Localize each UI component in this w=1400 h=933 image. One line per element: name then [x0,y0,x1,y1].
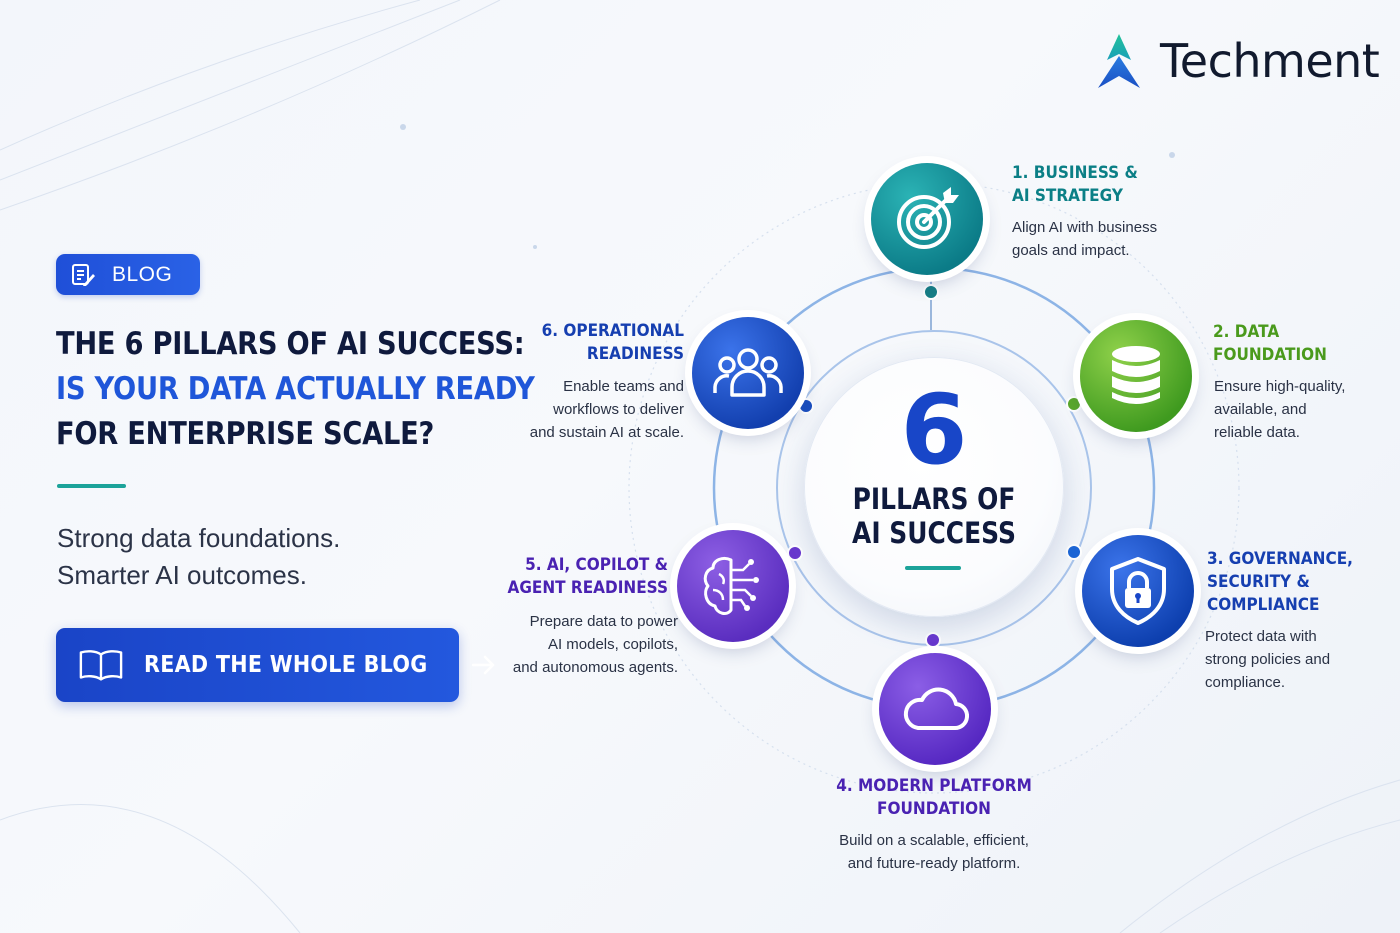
center-hub [804,357,1064,617]
center-title: PILLARS OF AI SUCCESS [804,482,1064,550]
team-icon [713,348,783,397]
cloud-icon [903,687,969,731]
node-dot-1 [923,284,939,300]
pillar-5-desc-line: Prepare data to power [529,613,678,630]
pillar-3-description: Protect data with strong policies and co… [1205,625,1330,694]
pillar-1-desc-line: goals and impact. [1012,242,1130,259]
pillar-1-icon-circle [871,163,983,275]
center-number: 6 [900,374,968,486]
pillar-3-desc-line: compliance. [1205,674,1286,691]
pillar-5-description: Prepare data to power AI models, copilot… [470,610,678,679]
blog-badge: BLOG [56,254,200,295]
target-icon [897,187,959,249]
node-dot-6 [798,398,814,414]
pillar-6-description: Enable teams and workflows to deliver an… [484,375,684,444]
pillar-6-title: 6. OPERATIONAL READINESS [506,320,684,366]
pillar-4-title-line: 4. MODERN PLATFORM [836,776,1032,796]
pillar-3-title-line: COMPLIANCE [1207,595,1320,615]
node-dot-3 [1066,544,1082,560]
brain-circuit-icon [703,556,759,615]
read-blog-button[interactable]: READ THE WHOLE BLOG [56,628,495,702]
pillar-5-desc-line: AI models, copilots, [547,636,678,653]
pillar-1-title-line: 1. BUSINESS & [1012,163,1138,183]
pillar-1-title: 1. BUSINESS & AI STRATEGY [1012,162,1138,208]
pillar-6-desc-line: Enable teams and [563,378,684,395]
pillar-2-desc-line: Ensure high-quality, [1214,378,1346,395]
pillar-4-desc-line: Build on a scalable, efficient, [839,832,1029,849]
center-divider [905,566,961,570]
pillar-3-desc-line: Protect data with [1205,628,1317,645]
shield-lock-icon [1110,557,1166,625]
pillar-5-desc-line: and autonomous agents. [512,659,678,676]
pillar-2-title-line: FOUNDATION [1213,345,1327,365]
center-title-line-2: AI SUCCESS [852,516,1016,550]
pillar-3-desc-line: strong policies and [1205,651,1331,668]
headline-line-3: FOR ENTERPRISE SCALE? [56,416,435,452]
pillar-5-title-line: AGENT READINESS [507,578,668,598]
brand-name: Techment [1160,34,1380,88]
pillar-4-title: 4. MODERN PLATFORM FOUNDATION [816,775,1052,821]
headline-line-2: IS YOUR DATA ACTUALLY READY [56,371,535,407]
pillar-6-desc-line: and sustain AI at scale. [529,424,684,441]
arrow-right-icon [471,655,495,675]
pillar-2-desc-line: reliable data. [1214,424,1300,441]
pillar-4-icon-circle [879,653,991,765]
tagline: Strong data foundations. Smarter AI outc… [57,520,340,594]
brand-logo: Techment [1096,32,1380,90]
read-blog-button-label: READ THE WHOLE BLOG [143,652,428,678]
pillar-2-icon-circle [1080,320,1192,432]
pillar-2-description: Ensure high-quality, available, and reli… [1214,375,1345,444]
pillar-5-icon-circle [677,530,789,642]
pillar-4-description: Build on a scalable, efficient, and futu… [803,829,1065,875]
database-icon [1112,346,1160,404]
pillar-1-description: Align AI with business goals and impact. [1012,216,1157,262]
page-title: THE 6 PILLARS OF AI SUCCESS: IS YOUR DAT… [56,322,576,457]
pillar-6-desc-line: workflows to deliver [553,401,684,418]
document-edit-icon [72,263,95,286]
pillar-6-icon-circle [692,317,804,429]
pillar-4-title-line: FOUNDATION [877,799,991,819]
node-dot-2 [1066,396,1082,412]
pillar-1-desc-line: Align AI with business [1012,219,1158,236]
pillar-6-title-line: READINESS [586,344,684,364]
tagline-line-2: Smarter AI outcomes. [57,560,307,590]
center-title-line-1: PILLARS OF [852,482,1016,516]
open-book-icon [79,650,123,681]
pillar-2-title-line: 2. DATA [1213,322,1280,342]
title-divider [57,484,126,488]
pillar-3-title-line: 3. GOVERNANCE, [1207,549,1353,569]
pillar-4-desc-line: and future-ready platform. [847,855,1021,872]
pillar-5-title: 5. AI, COPILOT & AGENT READINESS [490,554,668,600]
headline-line-1: THE 6 PILLARS OF AI SUCCESS: [56,326,525,362]
pillar-6-title-line: 6. OPERATIONAL [541,321,684,341]
techment-logo-icon [1098,34,1140,88]
node-dot-4 [925,632,941,648]
pillar-2-desc-line: available, and [1214,401,1307,418]
pillar-3-title: 3. GOVERNANCE, SECURITY & COMPLIANCE [1207,548,1353,617]
pillar-3-icon-circle [1082,535,1194,647]
blog-badge-label: BLOG [112,262,173,286]
tagline-line-1: Strong data foundations. [57,523,341,553]
node-dot-5 [787,545,803,561]
pillar-5-title-line: 5. AI, COPILOT & [525,555,668,575]
pillar-1-title-line: AI STRATEGY [1012,186,1123,206]
pillar-3-title-line: SECURITY & [1207,572,1310,592]
outer-dotted-ring [628,182,1240,794]
pillar-2-title: 2. DATA FOUNDATION [1213,321,1327,367]
